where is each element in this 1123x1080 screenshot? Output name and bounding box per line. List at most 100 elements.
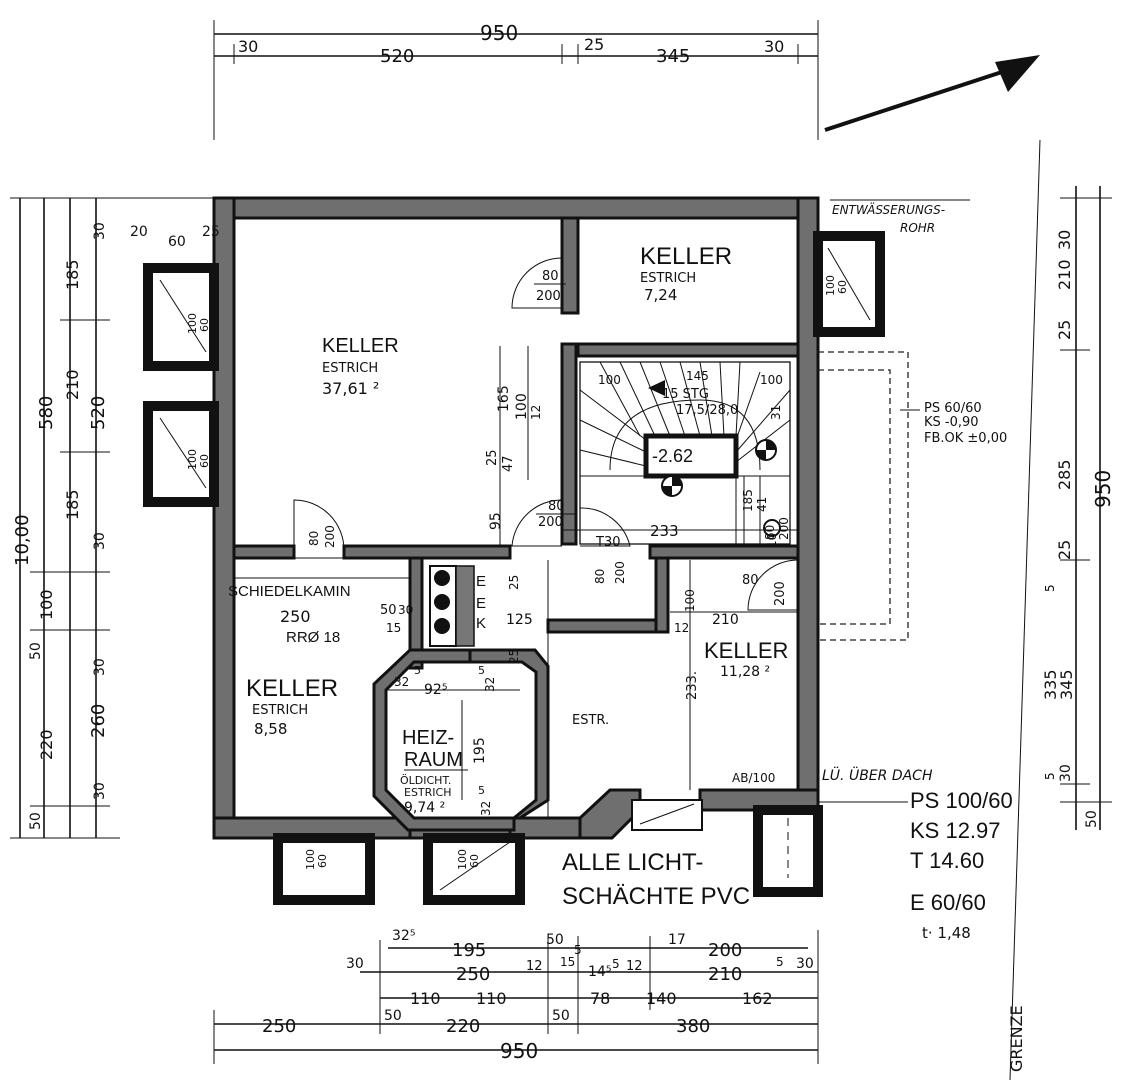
room-main-floor: ESTRICH <box>322 361 378 376</box>
dim-bot-32: 32⁵ <box>392 928 415 944</box>
dim-bot-12a: 12 <box>526 959 543 974</box>
door1-w: 80 <box>542 269 559 284</box>
dim-25b: 25 <box>507 575 521 590</box>
dim-100b: 100 <box>683 589 697 612</box>
dim-left-top-60: 60 <box>168 234 186 250</box>
room-main-area: 37,61 ² <box>322 379 379 398</box>
dim-bot-200: 200 <box>708 940 742 961</box>
boiler-area: 9,74 ² <box>404 800 445 816</box>
dim-bot-210: 210 <box>708 964 742 985</box>
dim-bot-50c: 50 <box>552 1008 570 1024</box>
dim-right-285: 285 <box>1055 459 1074 490</box>
dim-15: 15 <box>386 621 401 635</box>
dim-233b: 233. <box>685 671 700 700</box>
room-right-area: 11,28 ² <box>720 664 770 680</box>
inner-dimension-lines <box>386 346 798 818</box>
room-topright-name: KELLER <box>640 243 732 270</box>
window3-h: 60 <box>836 280 849 294</box>
dim-left-30a: 30 <box>92 222 108 240</box>
door5-h: 200 <box>773 581 788 606</box>
dim-left-580: 580 <box>36 396 57 430</box>
right-block-ks: KS 12.97 <box>910 818 1001 843</box>
dim-185: 185 <box>741 489 755 512</box>
drain-pipe-1: ENTWÄSSERUNGS- <box>832 202 945 217</box>
dim-left-50a: 50 <box>28 642 44 660</box>
door2-h: 200 <box>323 525 337 548</box>
meter-label-e1: E <box>476 573 486 590</box>
dim-right-5b: 5 <box>1043 772 1057 780</box>
dim-bot-17: 17 <box>668 932 686 948</box>
dimension-top <box>213 20 819 140</box>
dim-top-2: 25 <box>584 35 604 54</box>
dim-bot-78: 78 <box>590 989 610 1008</box>
dim-bot-110a: 110 <box>410 989 441 1008</box>
door6-t: T30 <box>595 535 620 550</box>
dim-top-0: 30 <box>238 37 258 56</box>
right-block-t: T 14.60 <box>910 848 984 873</box>
dim-bot-195: 195 <box>452 940 486 961</box>
dim-right-335: 335 <box>1041 669 1060 700</box>
dim-left-top-25: 25 <box>202 224 220 240</box>
vent-label: LÜ. ÜBER DACH <box>822 766 933 784</box>
dim-165: 165 <box>496 385 512 412</box>
dim-5c: 5 <box>478 784 485 797</box>
dim-bot-5a: 5 <box>574 943 582 957</box>
dim-31: 31 <box>769 405 783 420</box>
dim-47: 47 <box>501 455 516 472</box>
dimension-left <box>10 197 214 839</box>
stair-rise: 17,5/28,0 <box>676 403 738 418</box>
window2-h: 60 <box>198 454 211 468</box>
dim-100a: 100 <box>514 393 530 420</box>
dim-right-50: 50 <box>1084 810 1100 828</box>
dim-left-185b: 185 <box>63 489 82 520</box>
dim-right-25a: 25 <box>1055 320 1074 340</box>
meter-label-k: K <box>476 615 486 632</box>
dim-bot-380: 380 <box>676 1016 710 1037</box>
room-bottomleft-name: KELLER <box>246 675 338 702</box>
meter-label-e2: E <box>476 595 486 612</box>
stair-level: -2.62 <box>652 446 693 466</box>
right-block-ps: PS 100/60 <box>910 788 1013 813</box>
dim-right-5a: 5 <box>1043 584 1057 592</box>
dim-bot-12b: 12 <box>626 959 643 974</box>
room-main-name: KELLER <box>322 335 399 357</box>
boiler-name-2: RAUM <box>404 749 463 771</box>
dim-left-top-20: 20 <box>130 224 148 240</box>
door5-w: 80 <box>742 573 759 588</box>
dim-left-210: 210 <box>63 369 82 400</box>
boiler-floor-1: ÖLDICHT. <box>400 774 451 787</box>
window4-w: 100 <box>304 849 317 870</box>
dim-bot-220: 220 <box>446 1016 480 1037</box>
dimension-bottom <box>213 930 819 1064</box>
chimney-name: SCHIEDELKAMIN <box>228 583 351 600</box>
window5-w: 100 <box>456 849 469 870</box>
dim-bot-14: 14⁵ <box>588 964 611 980</box>
boiler-name-1: HEIZ- <box>402 727 454 749</box>
dim-125: 125 <box>506 612 533 628</box>
dim-top-4: 30 <box>764 37 784 56</box>
boiler-floor-2: ESTRICH <box>404 786 452 799</box>
dim-right-210: 210 <box>1055 259 1074 290</box>
stair-width-b: 145 <box>686 369 709 383</box>
door6-h: 200 <box>613 561 627 584</box>
window4-h: 60 <box>316 854 329 868</box>
dim-left-100: 100 <box>37 589 56 620</box>
dim-bot-15: 15 <box>560 955 575 969</box>
room-bottomleft-floor: ESTRICH <box>252 703 308 718</box>
dim-left-30b: 30 <box>92 532 108 550</box>
external-shaft-inner <box>818 369 891 625</box>
dim-bot-162: 162 <box>742 989 773 1008</box>
door2-w: 80 <box>307 531 321 546</box>
light-wells-line1: ALLE LICHT- <box>562 849 703 876</box>
outer-walls <box>212 196 820 840</box>
door3-h: 200 <box>538 515 563 530</box>
dim-bot-50a: 50 <box>546 932 564 948</box>
dim-left-50b: 50 <box>28 812 44 830</box>
stair-steps: 15 STG <box>662 387 709 402</box>
dim-left-185a: 185 <box>63 259 82 290</box>
dim-right-total: 950 <box>1091 470 1115 508</box>
door1-h: 200 <box>536 289 561 304</box>
light-wells <box>143 231 885 905</box>
chimney-and-meters <box>233 557 475 647</box>
